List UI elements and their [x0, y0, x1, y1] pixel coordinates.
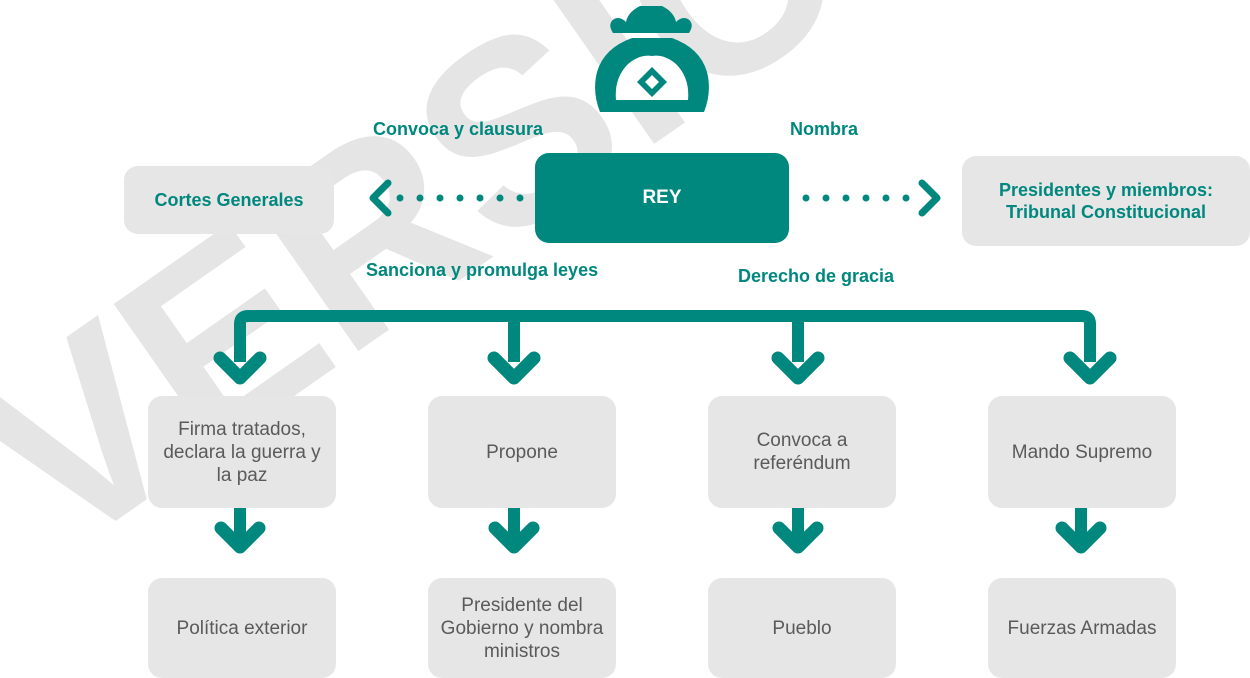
arrow-down-3: [771, 351, 825, 385]
action-box-4: Mando Supremo: [988, 396, 1176, 508]
target-label-4: Fuerzas Armadas: [1007, 617, 1157, 639]
rey-label: REY: [642, 187, 682, 208]
rey-box: REY: [535, 153, 789, 243]
target-box-4: Fuerzas Armadas: [988, 578, 1176, 678]
label-derecho-gracia: Derecho de gracia: [738, 266, 895, 286]
action-label-2: Propone: [486, 441, 558, 463]
target-label-3: Pueblo: [772, 617, 832, 639]
connectors: [213, 6, 1117, 554]
arrow-down-4: [1063, 351, 1117, 385]
action-label-1: Firma tratados, declara la guerra y la p…: [163, 418, 321, 486]
label-convoca-clausura: Convoca y clausura: [373, 119, 544, 139]
tribunal-label: Presidentes y miembros: Tribunal Constit…: [998, 180, 1214, 222]
target-label-1: Política exterior: [176, 617, 308, 639]
action-box-1: Firma tratados, declara la guerra y la p…: [148, 396, 336, 508]
arrow-down-2: [487, 351, 541, 385]
label-nombra: Nombra: [790, 119, 859, 139]
crown-icon: [595, 6, 709, 112]
label-sanciona: Sanciona y promulga leyes: [366, 260, 599, 280]
cortes-generales-box: Cortes Generales: [124, 166, 334, 234]
target-box-1: Política exterior: [148, 578, 336, 678]
action-box-3: Convoca a referéndum: [708, 396, 896, 508]
tribunal-box: Presidentes y miembros: Tribunal Constit…: [962, 156, 1250, 246]
dotted-arrow-left: [369, 179, 524, 217]
action-label-3: Convoca a referéndum: [753, 430, 851, 474]
cortes-generales-label: Cortes Generales: [154, 190, 304, 210]
dotted-arrow-right: [802, 179, 941, 217]
arrow-down-1: [213, 351, 267, 385]
target-box-2: Presidente del Gobierno y nombra ministr…: [428, 578, 616, 678]
target-label-2: Presidente del Gobierno y nombra ministr…: [440, 594, 604, 662]
distribution-bar: [234, 310, 1096, 362]
action-label-4: Mando Supremo: [1011, 441, 1153, 463]
action-box-2: Propone: [428, 396, 616, 508]
target-box-3: Pueblo: [708, 578, 896, 678]
